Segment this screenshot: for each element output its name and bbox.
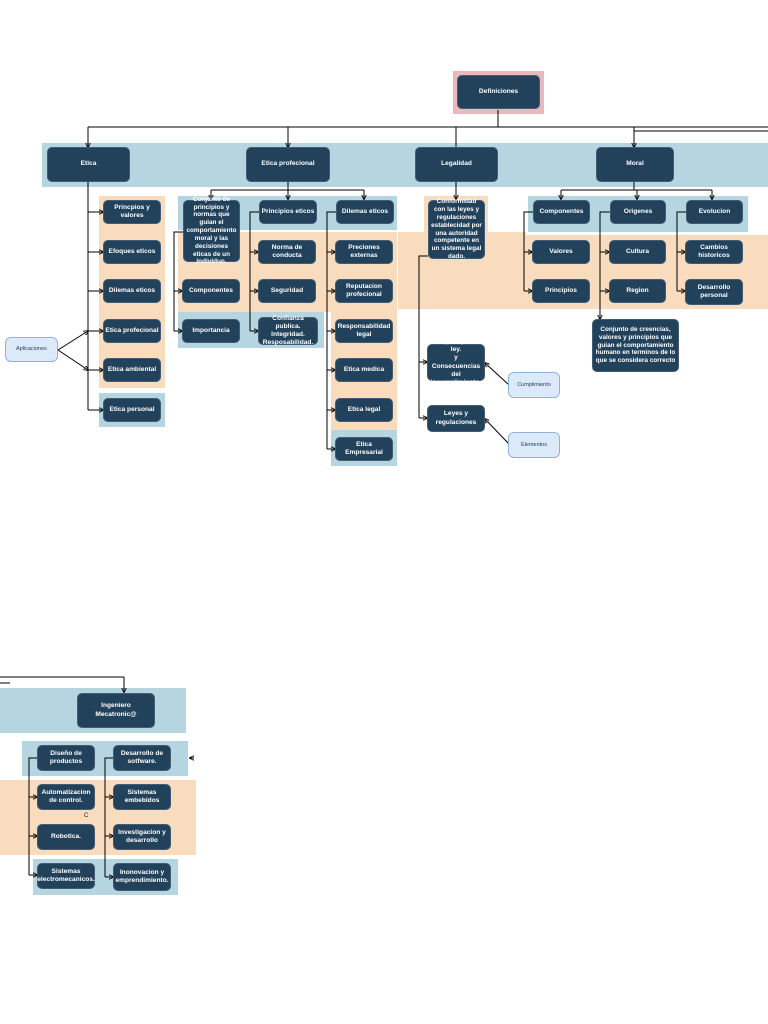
ep-reputacion[interactable]: Reputacion profecional: [335, 279, 393, 303]
elementos-label[interactable]: Elementos: [508, 432, 560, 458]
moral-definicion[interactable]: Conjunto de creencias, valores y princip…: [592, 319, 679, 372]
etica-enfoques[interactable]: Efoques eticos: [103, 240, 161, 264]
mec-robotica[interactable]: Robotica.: [37, 824, 95, 850]
cumplimiento-label[interactable]: Cumplimiento: [508, 372, 560, 398]
node-etica-profesional[interactable]: Etica profecional: [246, 147, 330, 182]
ep-norma-conducta[interactable]: Norma de conducta: [258, 240, 316, 264]
mec-desarrollo-software[interactable]: Desarrollo de sotfware.: [113, 745, 171, 771]
root-ingeniero-mecatronico[interactable]: Ingeniero Mecatronic@: [77, 693, 155, 728]
stray-label: C: [84, 813, 89, 819]
moral-principios[interactable]: Principios: [532, 279, 590, 303]
mec-sistemas-embebidos[interactable]: Sistemas embebidos: [113, 784, 171, 810]
ep-seguridad[interactable]: Seguridad: [258, 279, 316, 303]
mec-diseno-productos[interactable]: Diseño de productos: [37, 745, 95, 771]
etica-ambiental[interactable]: Etica ambiental: [103, 358, 161, 382]
etica-profesional[interactable]: Etica profecional: [103, 319, 161, 343]
ep-confianza[interactable]: Confianza publica. Integridad. Resposabi…: [258, 315, 318, 346]
aplicaciones-label[interactable]: Aplicaciones: [5, 337, 58, 362]
mec-automatizacion[interactable]: Automatizacion de control.: [37, 784, 95, 810]
mec-investigacion[interactable]: Investigacion y desarrollo: [113, 824, 171, 850]
ep-definicion[interactable]: Conjunto de principios y normas que guia…: [183, 196, 240, 265]
root-definiciones[interactable]: Definiciones: [457, 75, 540, 109]
ep-componentes[interactable]: Componentes: [182, 279, 240, 303]
ep-presiones-externas[interactable]: Preciones externas: [335, 240, 393, 264]
ep-etica-legal[interactable]: Etica legal: [335, 398, 393, 422]
moral-valores[interactable]: Valores: [532, 240, 590, 264]
ep-principios-eticos[interactable]: Principios eticos: [259, 200, 317, 224]
node-etica[interactable]: Etica: [47, 147, 130, 182]
etica-personal[interactable]: Etica personal: [103, 398, 161, 422]
node-legalidad[interactable]: Legalidad: [415, 147, 498, 182]
moral-origenes[interactable]: Origenes: [610, 200, 666, 224]
legalidad-leyes[interactable]: Leyes y regulaciones: [427, 405, 485, 432]
etica-dilemas[interactable]: Dilemas eticos: [103, 279, 161, 303]
moral-componentes[interactable]: Componentes: [533, 200, 590, 224]
legalidad-definicion[interactable]: Conformidad con las leyes y regulaciones…: [428, 198, 485, 260]
ep-responsabilidad-legal[interactable]: Responsabilidad legal: [335, 319, 393, 343]
mec-sistemas-electromecanicos[interactable]: Sistemas electromecanicos.: [37, 863, 95, 889]
ep-dilemas-eticos[interactable]: Dilemas eticos: [336, 200, 394, 224]
moral-desarrollo-personal[interactable]: Desarrollo personal: [685, 279, 743, 305]
moral-cambios-historicos[interactable]: Cambios historicos: [685, 240, 743, 264]
moral-evolucion[interactable]: Evolucion: [686, 200, 743, 224]
legalidad-respeto[interactable]: Respeto por la ley. y Consecuencias del …: [427, 338, 485, 386]
mec-innovacion[interactable]: Inonovacion y emprendimiento.: [113, 863, 171, 891]
moral-region[interactable]: Region: [609, 279, 666, 303]
ep-importancia[interactable]: Importancia: [182, 319, 240, 343]
node-moral[interactable]: Moral: [596, 147, 674, 182]
ep-etica-medica[interactable]: Etica medica: [335, 358, 393, 382]
moral-cultura[interactable]: Cultura: [609, 240, 666, 264]
etica-principios[interactable]: Princpios y valores: [103, 200, 161, 224]
ep-etica-empresarial[interactable]: Etica Empresarial: [335, 437, 393, 461]
